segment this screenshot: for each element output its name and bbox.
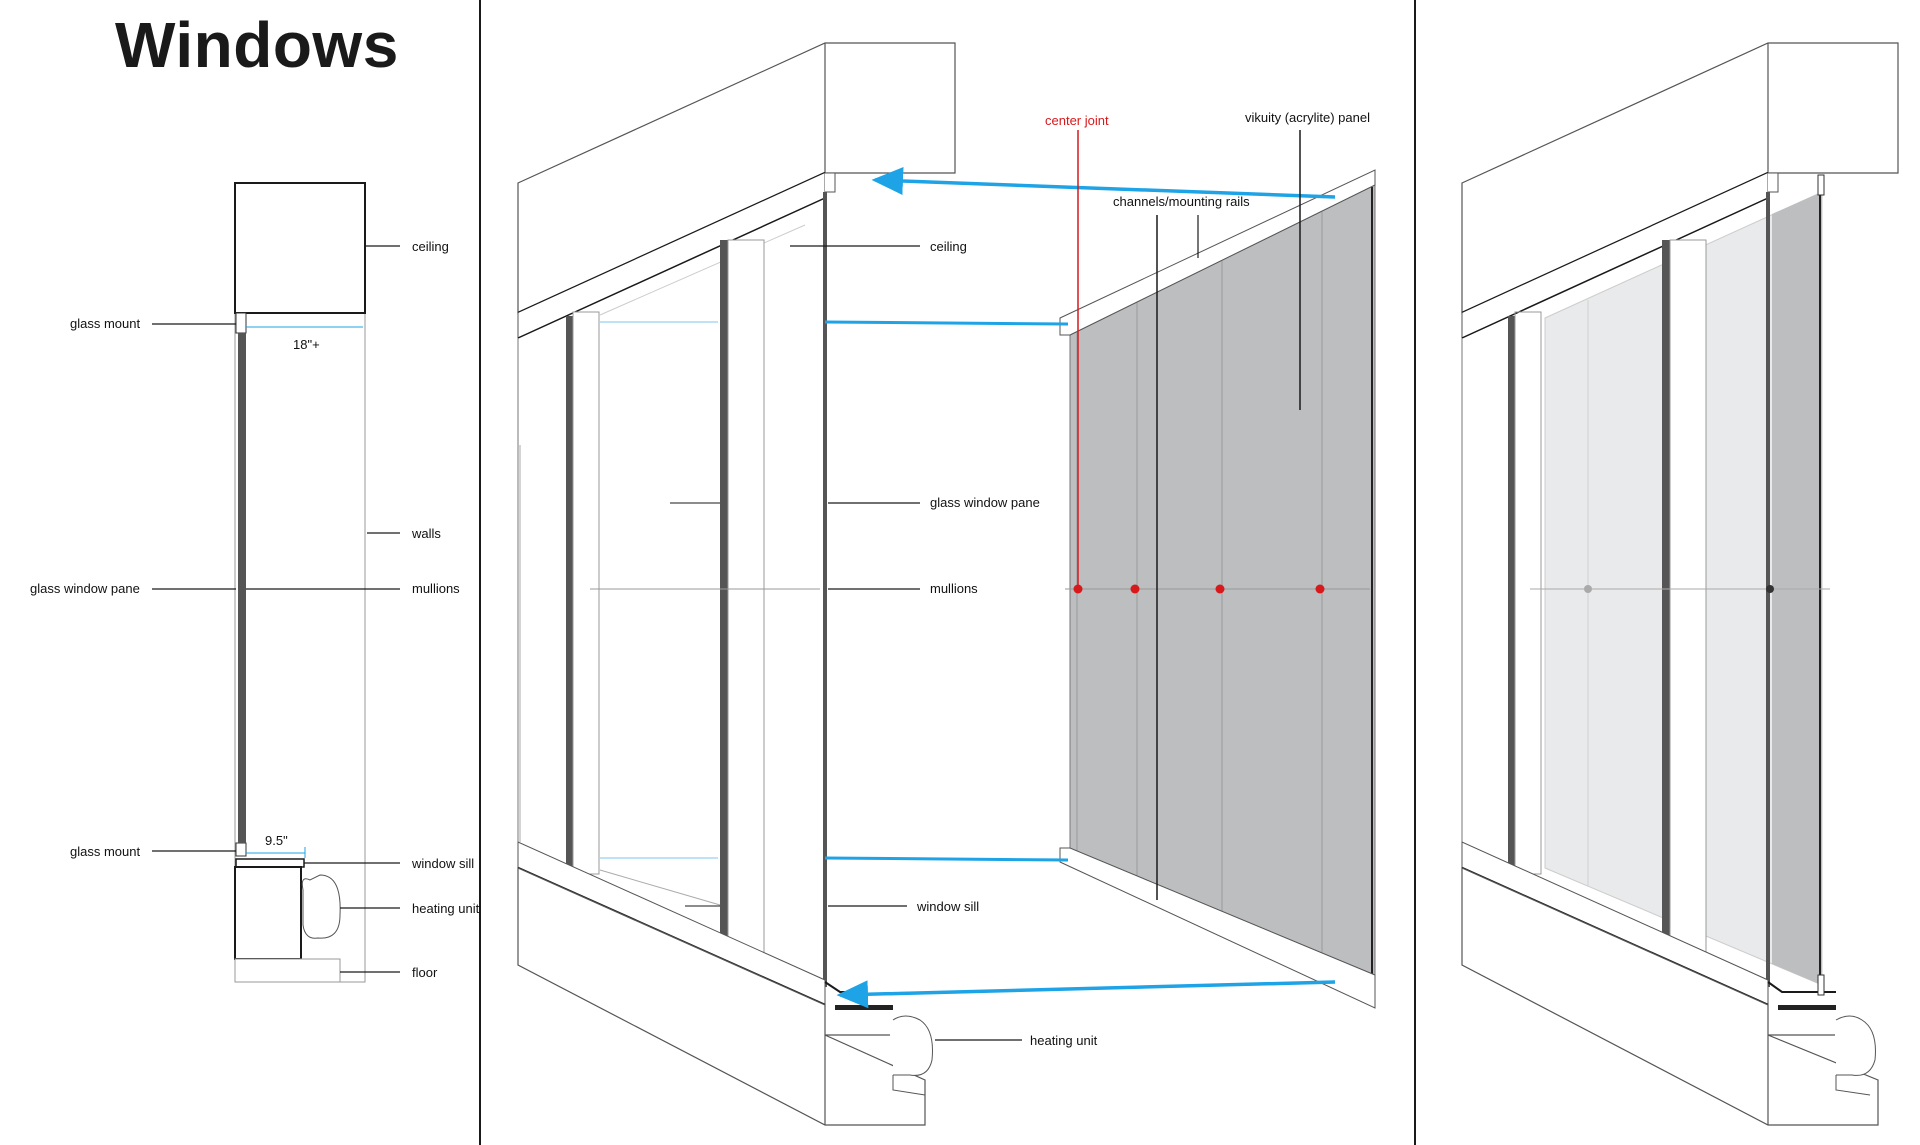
section-label-glass-mount-bottom: glass mount [70,844,140,859]
section-label-glass-window-pane: glass window pane [30,581,140,596]
section-label-floor: floor [412,965,438,980]
exploded-base-box [517,867,926,1126]
exploded-heating-unit [835,1005,893,1010]
section-glass-mount-top [235,312,247,334]
exploded-view: ceiling glass window pane mullions windo… [517,42,1376,1126]
assembled-view [1461,42,1899,1126]
arrow-bottom-rail [824,856,1069,862]
section-window-sill [235,858,305,868]
assembled-joint-dot-2 [1766,585,1774,593]
assembled-mullion-mid [1662,240,1670,965]
arrow-top-ceiling [871,167,1336,199]
exploded-label-mullions: mullions [930,581,978,596]
assembled-base-box [1461,867,1879,1126]
section-label-window-sill: window sill [411,856,474,871]
exploded-label-ceiling: ceiling [930,239,967,254]
exploded-label-heating-unit: heating unit [1030,1033,1098,1048]
arrow-bottom-sill [836,980,1336,1009]
arrow-top-rail [824,320,1069,326]
section-label-mullions: mullions [412,581,460,596]
exploded-mullion-left-face [572,311,600,875]
center-joint-dot-2 [1130,584,1140,594]
section-ceiling [234,182,366,314]
section-label-dim-top: 18"+ [293,337,320,352]
exploded-label-glass-window-pane: glass window pane [930,495,1040,510]
section-heating-pipe [301,874,341,939]
assembled-mullion-left [1508,316,1515,894]
exploded-label-channels: channels/mounting rails [1113,194,1250,209]
exploded-label-center-joint: center joint [1045,113,1109,128]
exploded-mullion-mid-face [727,239,765,956]
section-label-walls: walls [411,526,441,541]
exploded-mounting-rail-top [1059,169,1376,336]
exploded-mullion-mid [720,240,728,965]
section-label-glass-mount-top: glass mount [70,316,140,331]
section-heating-unit [234,866,302,960]
page-title: Windows [115,9,399,81]
center-joint-dot-3 [1215,584,1225,594]
exploded-label-panel: vikuity (acrylite) panel [1245,110,1370,125]
section-glass-pane [238,333,246,843]
section-label-heating-unit: heating unit [412,901,480,916]
section-label-ceiling: ceiling [412,239,449,254]
exploded-mullion-left [566,316,573,894]
exploded-mullion-right [823,192,827,987]
assembled-joint-dot-1 [1584,585,1592,593]
section-glass-mount-bottom [235,842,247,857]
center-joint-dot-4 [1315,584,1325,594]
exploded-label-window-sill: window sill [916,899,979,914]
section-label-dim-bottom: 9.5" [265,833,288,848]
section-floor [234,958,341,983]
section-view: ceiling glass mount 18"+ walls glass win… [30,182,480,983]
center-joint-dot-1 [1073,584,1083,594]
